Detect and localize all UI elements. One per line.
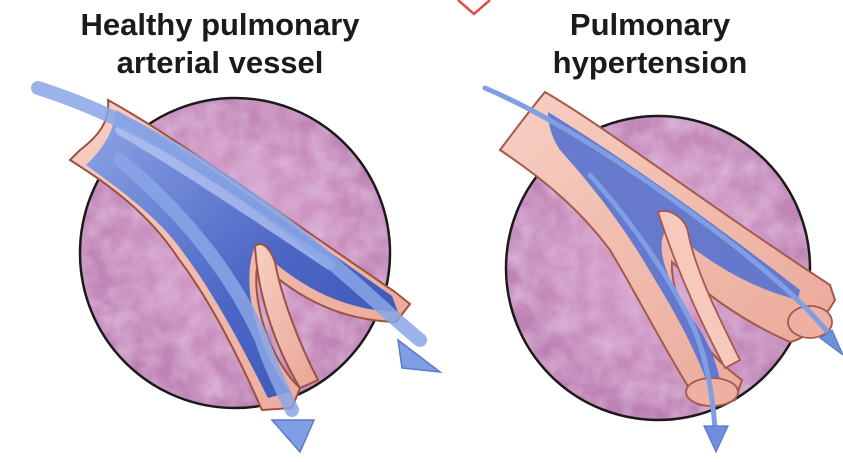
healthy-panel [38, 88, 440, 452]
flow-arrow-head-icon [704, 426, 728, 452]
flow-arrow-head-icon [272, 420, 314, 452]
red-arrow-tip-icon [458, 0, 490, 14]
hypertension-panel [485, 88, 843, 452]
